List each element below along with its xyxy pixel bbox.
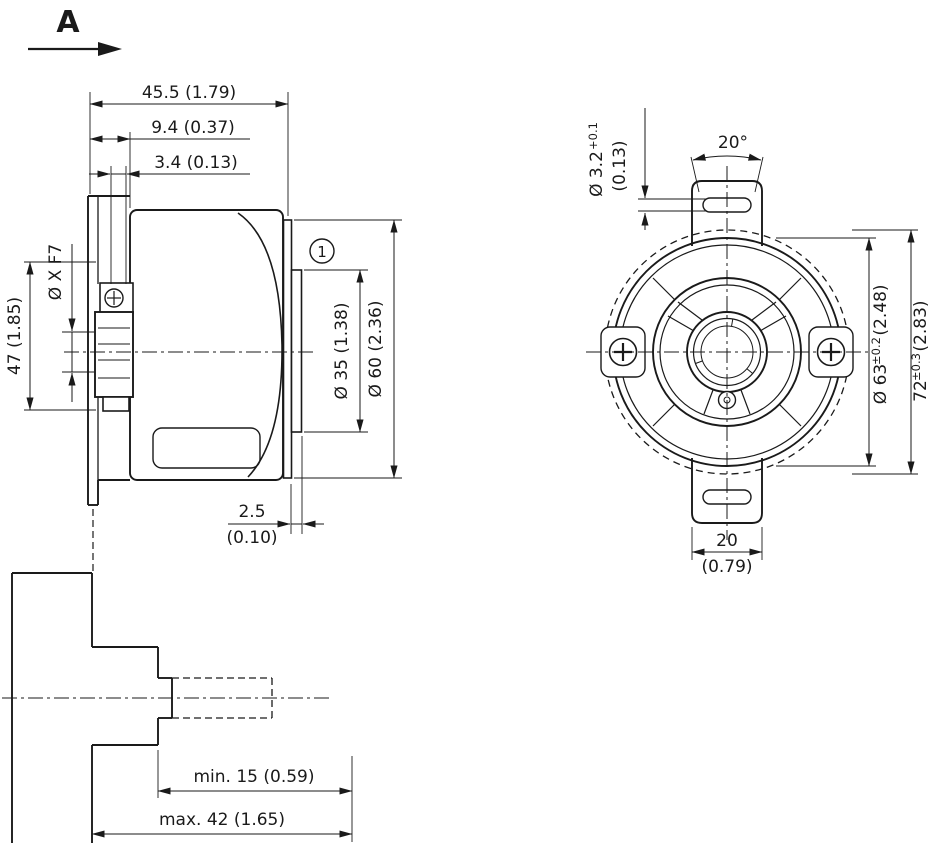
dim-dia-63: Ø 63 ±0.2 (2.48) [776,237,891,467]
dim-shaft-len-min-label: min. 15 (0.59) [193,767,314,787]
dim-tab-width-mm-label: 20 [716,531,738,551]
dim-slot-dia-tol-label: +0.1 [586,122,600,150]
dim-angle-label: 20° [718,133,748,153]
hub-spokes [667,301,787,415]
dim-face-2-5-in-label: (0.10) [226,528,277,548]
dim-height-47-label: 47 (1.85) [5,297,25,375]
dim-face-2-5: 2.5 (0.10) [226,436,324,548]
dim-angle-20deg: 20° [690,133,764,193]
callout-1-label: 1 [317,243,327,261]
dim-tab-width: 20 (0.79) [691,527,763,577]
dim-height-72-in-label: (2.83) [911,300,931,351]
dim-dia-35: Ø 35 (1.38) [304,269,368,433]
front-view [586,166,868,540]
view-direction-arrowhead-icon [98,42,122,56]
front-view-dimensions: 20° Ø 3.2 +0.1 (0.13) Ø 63 ±0.2 (2.48) 7… [586,108,931,577]
dim-tab-width-in-label: (0.79) [701,557,752,577]
dim-dia-35-label: Ø 35 (1.38) [332,303,352,400]
dim-shaft-bore-label: Ø X F7 [46,244,66,300]
dim-depth-total: 45.5 (1.79) [89,83,289,216]
flange-boss [290,269,303,433]
spring-arm-cuts [652,277,802,427]
dim-depth-3-4: 3.4 (0.13) [89,153,250,284]
dim-slot-dia-in-label: (0.13) [610,140,630,191]
dim-slot-dia-label: Ø 3.2 [587,151,607,197]
dim-shaft-len-max-label: max. 42 (1.65) [159,810,285,830]
dim-depth-3-4-label: 3.4 (0.13) [154,153,238,173]
dim-height-72: 72 ±0.3 (2.83) [852,229,931,475]
housing-contour [237,212,283,478]
dim-shaft-len-max: max. 42 (1.65) [91,810,353,838]
dim-face-2-5-mm-label: 2.5 [238,502,265,522]
dim-dia-60: Ø 60 (2.36) [294,219,402,479]
dim-height-72-label: 72 [911,380,931,402]
bore-clamp-stubs [695,318,754,374]
dim-height-47: 47 (1.85) [5,261,96,411]
dim-dia-60-label: Ø 60 (2.36) [366,301,386,398]
motor-shaft-sketch [2,572,330,843]
callout-1: 1 [309,238,335,264]
housing-label-area [152,427,261,469]
side-view [64,195,316,572]
flange-disc [282,219,293,479]
side-view-dimensions: 45.5 (1.79) 9.4 (0.37) 3.4 (0.13) Ø X F7 [5,83,402,842]
motor-shaft-hidden-length [172,677,273,719]
shaft-clamp [94,282,134,412]
dim-dia-63-tol-label: ±0.2 [869,337,883,365]
dim-slot-dia: Ø 3.2 +0.1 (0.13) [586,108,706,230]
dim-dia-63-label: Ø 63 [871,364,891,404]
dim-dia-63-in-label: (2.48) [871,284,891,335]
torque-plate [87,195,130,506]
dim-depth-9-4: 9.4 (0.37) [89,118,250,208]
dim-shaft-len-min: min. 15 (0.59) [157,750,353,842]
view-label: A [56,5,80,40]
dim-depth-9-4-label: 9.4 (0.37) [151,118,235,138]
view-direction-marker: A [28,5,122,56]
dim-depth-total-label: 45.5 (1.79) [142,83,236,103]
dim-shaft-bore: Ø X F7 [46,244,94,402]
dim-height-72-tol-label: ±0.3 [909,353,923,381]
